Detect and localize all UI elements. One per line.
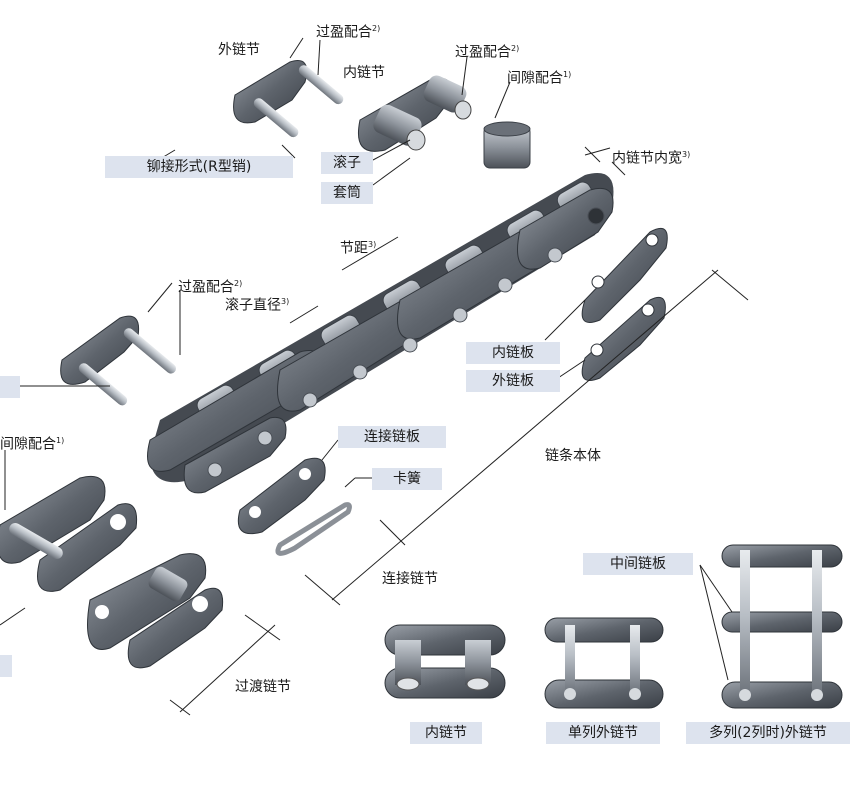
label-slip-fit-left: 间隙配合1) bbox=[0, 436, 65, 453]
label-press-fit-top: 过盈配合2) bbox=[316, 24, 381, 41]
label-press-fit-mid: 过盈配合2) bbox=[455, 44, 520, 61]
label-press-fit-left: 过盈配合2) bbox=[178, 279, 243, 296]
bottom-single-outer-link-part bbox=[544, 617, 664, 709]
offset-link-part bbox=[87, 553, 224, 669]
label-cut-left-box bbox=[0, 376, 20, 398]
label-chain-body: 链条本体 bbox=[545, 448, 601, 464]
bottom-multi-outer-link-part bbox=[721, 544, 843, 709]
label-roller: 滚子 bbox=[321, 152, 373, 174]
connecting-plate-part bbox=[237, 457, 352, 556]
leader-lines bbox=[0, 37, 749, 716]
label-inner-link-top: 内链节 bbox=[343, 65, 385, 81]
label-inner-width: 内链节内宽3) bbox=[612, 150, 691, 167]
label-outer-link-top: 外链节 bbox=[218, 42, 260, 58]
label-multi-outer-link: 多列(2列时)外链节 bbox=[686, 722, 850, 744]
bottom-inner-link-part bbox=[384, 624, 506, 699]
label-offset-link: 过渡链节 bbox=[235, 679, 291, 695]
label-single-outer-link: 单列外链节 bbox=[546, 722, 660, 744]
label-connecting-link: 连接链节 bbox=[382, 571, 438, 587]
label-pitch: 节距3) bbox=[340, 240, 377, 257]
label-inner-plate: 内链板 bbox=[466, 342, 560, 364]
label-bushing: 套筒 bbox=[321, 182, 373, 204]
loose-plates bbox=[581, 228, 668, 381]
label-cut-bottom-box bbox=[0, 655, 12, 677]
outer-link-part bbox=[233, 60, 344, 138]
label-roller-diameter: 滚子直径3) bbox=[225, 297, 290, 314]
left-outer-link-part bbox=[60, 315, 176, 406]
label-outer-plate: 外链板 bbox=[466, 370, 560, 392]
bushing-part bbox=[483, 121, 531, 169]
label-connecting-plate: 连接链板 bbox=[338, 426, 446, 448]
label-riveted-type: 铆接形式(R型销) bbox=[105, 156, 293, 178]
label-middle-plate: 中间链板 bbox=[583, 553, 693, 575]
label-spring-clip: 卡簧 bbox=[372, 468, 442, 490]
inner-link-part bbox=[358, 75, 472, 152]
label-slip-fit-top: 间隙配合1) bbox=[507, 70, 572, 87]
chain-body-illustration bbox=[147, 173, 614, 494]
label-inner-link-bottom: 内链节 bbox=[410, 722, 482, 744]
connecting-link-part bbox=[0, 475, 138, 592]
